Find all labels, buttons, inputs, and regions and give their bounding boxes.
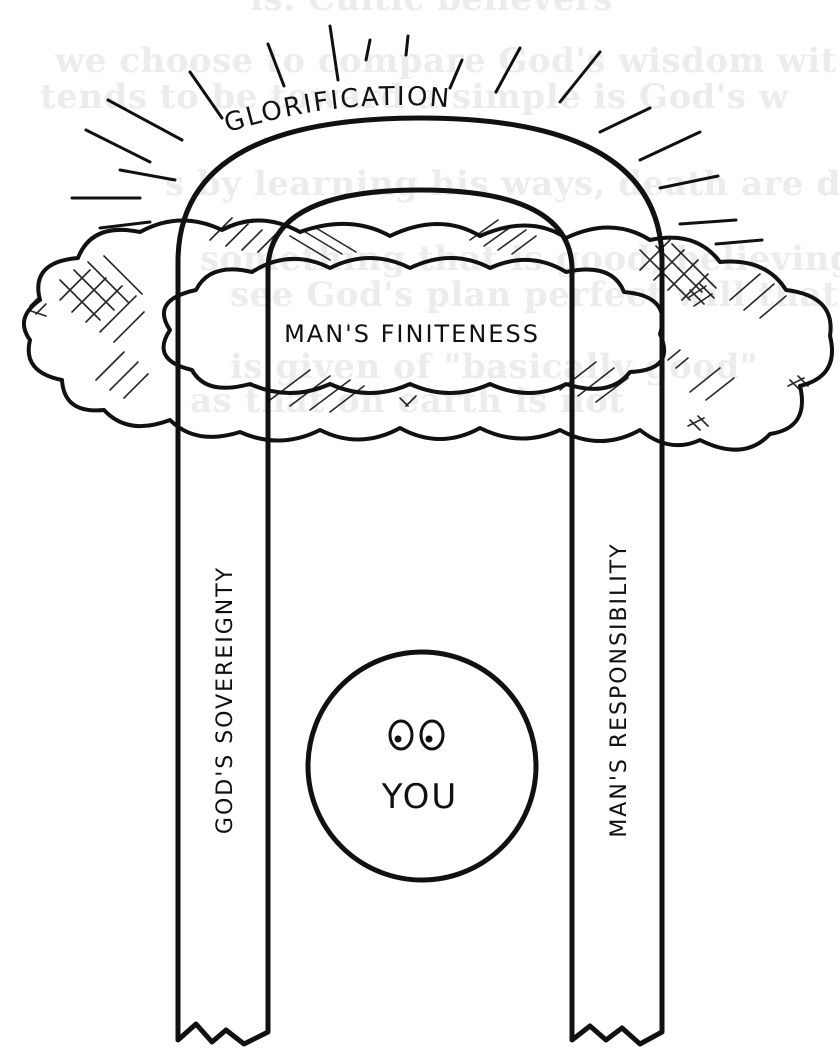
- bleed-line-1: is. Cultic believers: [250, 0, 613, 19]
- you-label: YOU: [381, 777, 459, 817]
- bleed-line-6: see God's plan perfect will that: [230, 275, 838, 315]
- right-pillar: MAN'S RESPONSIBILITY: [572, 420, 662, 1044]
- eyes-icon: [390, 721, 443, 749]
- bleed-line-2: we choose to compare God's wisdom wit: [54, 41, 837, 81]
- left-pillar: GOD'S SOVEREIGNTY: [178, 420, 268, 1044]
- right-pillar-label: MAN'S RESPONSIBILITY: [607, 542, 632, 837]
- cloud-label: MAN'S FINITENESS: [284, 320, 540, 348]
- you-figure: YOU: [308, 652, 536, 880]
- left-pillar-label: GOD'S SOVEREIGNTY: [213, 566, 238, 834]
- bleed-through-text: is. Cultic believers we choose to compar…: [40, 0, 840, 421]
